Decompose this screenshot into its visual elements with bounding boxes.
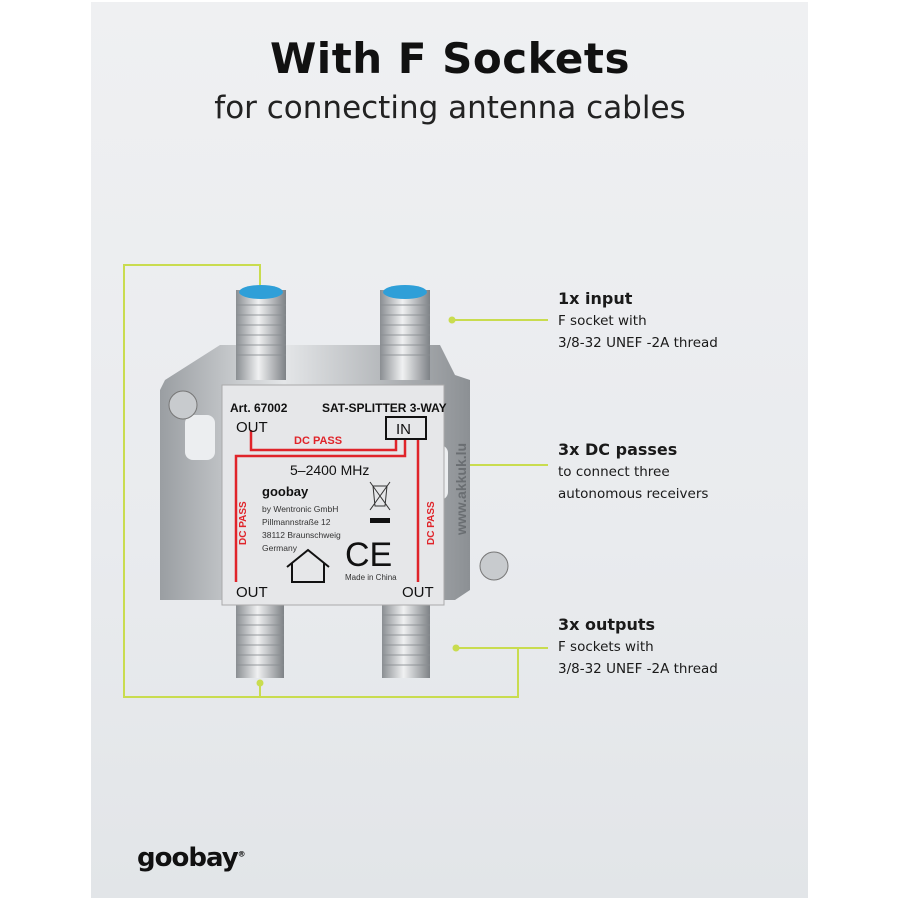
callout-text: to connect three (558, 464, 670, 480)
house-icon (286, 548, 330, 583)
callout-heading: 3x outputs (558, 615, 656, 634)
dc-pass-traces (234, 430, 420, 582)
page-title: With F Sockets (269, 34, 630, 83)
callout-heading: 1x input (558, 289, 633, 308)
model-name: SAT-SPLITTER 3-WAY (322, 401, 447, 415)
callout-dc-passes: 3x DC passes to connect three autonomous… (558, 439, 708, 505)
screw-icon (479, 551, 509, 581)
dc-pass-label: DC PASS (426, 501, 437, 545)
screw-icon (168, 390, 198, 420)
callout-outputs: 3x outputs F sockets with 3/8-32 UNEF -2… (558, 614, 718, 680)
callout-text: F socket with (558, 313, 647, 329)
out-label: OUT (236, 584, 268, 601)
label-brand: goobay (262, 484, 309, 499)
ce-mark: CE (345, 536, 392, 574)
dc-pass-label: DC PASS (294, 435, 342, 447)
maker-line: by Wentronic GmbH (262, 504, 338, 514)
frequency-label: 5–2400 MHz (290, 462, 369, 478)
maker-line: Pillmannstraße 12 (262, 517, 331, 527)
dc-pass-label: DC PASS (238, 501, 249, 545)
maker-line: 38112 Braunschweig (262, 530, 341, 540)
out-label: OUT (236, 419, 268, 436)
out-label: OUT (402, 584, 434, 601)
callout-text: F sockets with (558, 639, 654, 655)
weee-bin-icon (369, 481, 391, 511)
art-number: Art. 67002 (230, 401, 288, 415)
callout-heading: 3x DC passes (558, 440, 678, 459)
callout-text: 3/8-32 UNEF -2A thread (558, 335, 718, 351)
callout-text: autonomous receivers (558, 486, 709, 502)
page-subtitle: for connecting antenna cables (214, 90, 686, 126)
callout-input: 1x input F socket with 3/8-32 UNEF -2A t… (558, 288, 718, 354)
callout-lines (123, 264, 548, 698)
in-label: IN (396, 421, 411, 438)
watermark: www.akkuk.lu (453, 443, 469, 536)
callout-text: 3/8-32 UNEF -2A thread (558, 661, 718, 677)
maker-line: Germany (262, 543, 298, 553)
origin-label: Made in China (345, 573, 397, 582)
